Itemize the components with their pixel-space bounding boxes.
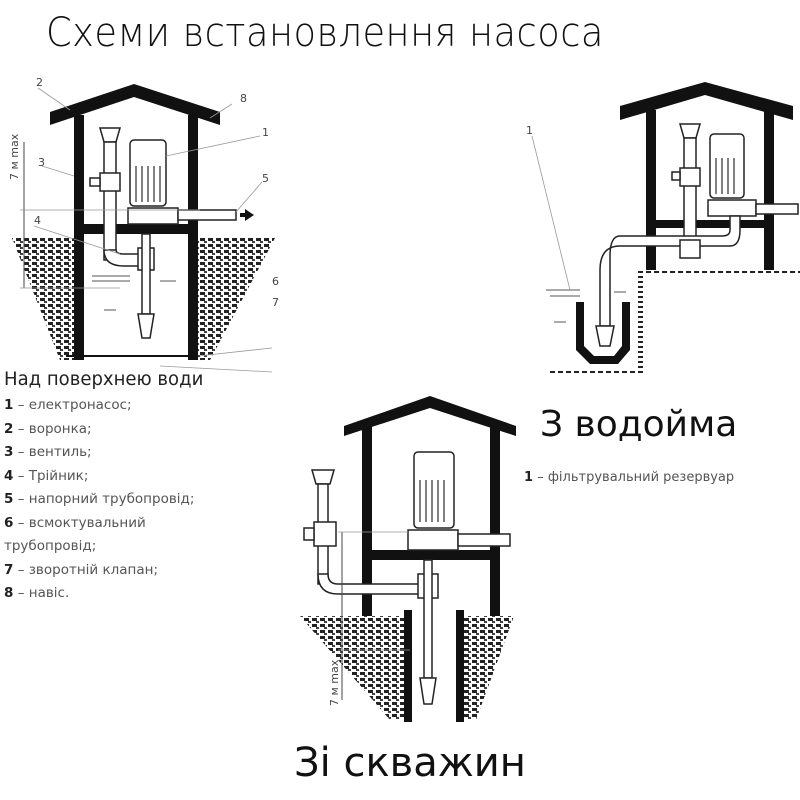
page-title: Схеми встановлення насоса xyxy=(46,10,604,56)
svg-text:3: 3 xyxy=(38,156,45,169)
caption-from-well: Зі скважин xyxy=(294,740,526,786)
legend-item: 8 – навіс. xyxy=(4,585,70,601)
diagram-above-water: 7 м max 2 8 1 3 5 4 6 7 xyxy=(8,76,279,373)
legend-reservoir: 1 – фільтрувальний резервуар xyxy=(524,470,735,485)
svg-text:6: 6 xyxy=(272,275,279,288)
diagram-from-well: 7 м max xyxy=(300,396,516,722)
canopy-roof xyxy=(50,84,220,125)
diagram-from-reservoir: 1 xyxy=(526,82,800,374)
height-label: 7 м max xyxy=(8,133,21,180)
svg-text:7: 7 xyxy=(272,296,279,309)
legend-item: 2 – воронка; xyxy=(4,420,92,437)
legend-item: 4 – Трійник; xyxy=(4,467,89,484)
legend-item: 7 – зворотній клапан; xyxy=(4,561,159,578)
svg-text:5: 5 xyxy=(262,172,269,185)
svg-text:2: 2 xyxy=(36,76,43,89)
legend-item: 3 – вентиль; xyxy=(4,444,92,460)
height-label: 7 м max xyxy=(328,659,341,706)
svg-text:1: 1 xyxy=(526,124,533,137)
legend-item: трубопровід; xyxy=(4,538,97,554)
svg-text:4: 4 xyxy=(34,214,41,227)
legend-item: 5 – напорний трубопровід; xyxy=(4,491,195,507)
caption-from-reservoir: З водойма xyxy=(540,404,738,445)
legend-above-water: Над поверхнею води 1 – електронасос; 2 –… xyxy=(4,368,214,606)
svg-text:8: 8 xyxy=(240,92,247,105)
legend-item: 1 – електронасос; xyxy=(4,397,132,413)
svg-text:1: 1 xyxy=(262,126,269,139)
legend-item: 6 – всмоктувальний xyxy=(4,514,146,531)
legend-heading: Над поверхнею води xyxy=(4,368,204,390)
